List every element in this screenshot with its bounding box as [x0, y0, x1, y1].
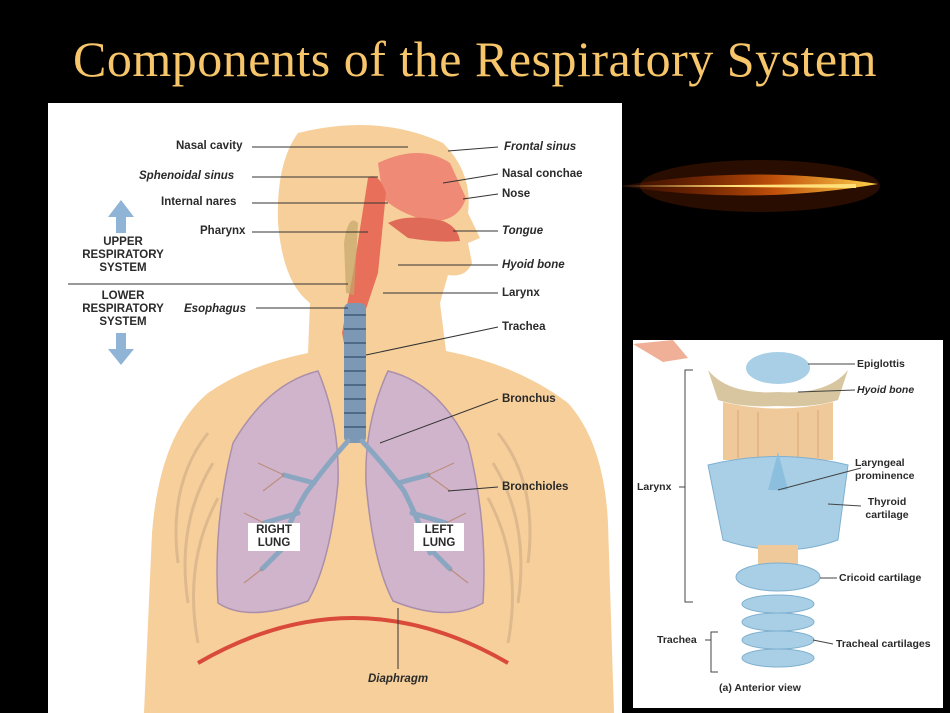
hyoid-bone-shape [708, 370, 848, 407]
label-bronchioles: Bronchioles [502, 481, 569, 493]
label-esophagus: Esophagus [184, 303, 246, 315]
tongue-shape [388, 217, 460, 242]
label-trachea: Trachea [502, 321, 546, 333]
respiratory-system-diagram: Nasal cavity Sphenoidal sinus Internal n… [48, 103, 622, 713]
label-thyroid-cartilage: Thyroid cartilage [865, 496, 909, 521]
label-nasal-conchae: Nasal conchae [502, 168, 583, 180]
ribs [174, 432, 532, 644]
left-lung-label: LEFT LUNG [414, 523, 464, 551]
pointer-arrow-shape [633, 340, 688, 362]
laryngeal-prominence-shape [768, 452, 788, 490]
label-larynx-hyoid-bone: Hyoid bone [857, 384, 915, 396]
lower-respiratory-system-label: LOWER RESPIRATORY SYSTEM [82, 290, 164, 328]
torso-illustration [68, 125, 614, 713]
cricothyroid-ligament-shape [758, 545, 798, 565]
label-laryngeal-prominence: Laryngeal prominence [855, 457, 915, 482]
label-frontal-sinus: Frontal sinus [504, 141, 577, 153]
left-lung-shape [365, 370, 485, 614]
label-larynx: Larynx [502, 287, 540, 299]
right-lung-label: RIGHT LUNG [248, 523, 300, 551]
label-diaphragm: Diaphragm [368, 673, 429, 685]
label-pharynx: Pharynx [200, 225, 246, 237]
label-bronchus: Bronchus [502, 393, 556, 405]
membrane-striations [737, 410, 819, 458]
larynx-illustration [633, 340, 862, 673]
label-larynx-bracket: Larynx [637, 481, 672, 493]
label-nasal-cavity: Nasal cavity [176, 140, 243, 152]
diaphragm-shape [196, 616, 510, 665]
tracheal-cartilage-rings [741, 594, 815, 668]
label-tongue: Tongue [502, 225, 544, 237]
label-cricoid-cartilage: Cricoid cartilage [839, 572, 922, 584]
thyrohyoid-membrane-shape [723, 402, 833, 460]
label-tracheal-cartilages: Tracheal cartilages [836, 638, 931, 650]
upper-respiratory-system-label: UPPER RESPIRATORY SYSTEM [82, 236, 164, 274]
tracheal-rings [344, 314, 366, 428]
cricoid-cartilage-shape [735, 562, 821, 592]
thyroid-cartilage-shape [707, 456, 849, 551]
label-nose: Nose [502, 188, 531, 200]
label-internal-nares: Internal nares [161, 196, 237, 208]
vertebrae-shape [344, 220, 358, 295]
label-hyoid-bone: Hyoid bone [502, 259, 565, 271]
label-sphenoidal-sinus: Sphenoidal sinus [139, 170, 235, 182]
leader-lines [252, 146, 499, 669]
figure-caption: (a) Anterior view [719, 682, 801, 694]
larynx-leader-lines [679, 363, 862, 673]
comet-decoration [620, 160, 880, 212]
bronchioles-network [243, 462, 469, 584]
epiglottis-shape [746, 352, 810, 384]
larynx-anterior-view-diagram: Epiglottis Hyoid bone Laryngeal prominen… [633, 340, 943, 708]
label-trachea-bracket: Trachea [657, 634, 697, 646]
right-lung-shape [216, 370, 339, 614]
trachea-shape [344, 303, 366, 443]
up-arrow-icon [108, 200, 134, 233]
down-arrow-icon [108, 333, 134, 365]
slide-title: Components of the Respiratory System [72, 31, 878, 87]
label-epiglottis: Epiglottis [857, 358, 905, 370]
nasal-cavity-shape [378, 153, 466, 222]
